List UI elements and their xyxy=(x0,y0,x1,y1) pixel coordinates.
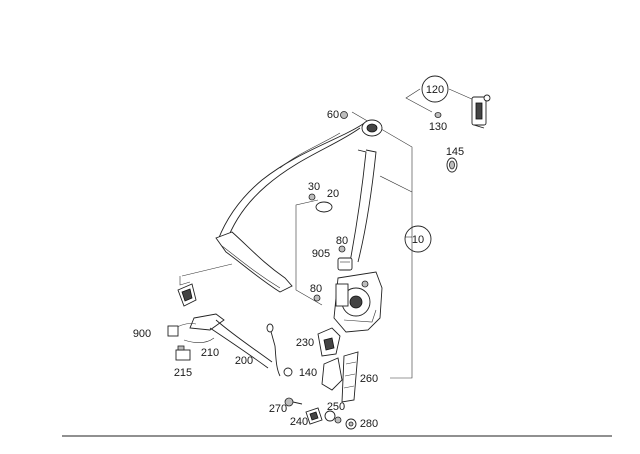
retractor-assembly xyxy=(333,271,383,333)
callout-905: 905 xyxy=(312,248,330,260)
group-120-bracket xyxy=(405,88,475,113)
callout-120: 120 xyxy=(426,84,444,96)
part-240-anchor xyxy=(305,407,323,425)
callout-215: 215 xyxy=(174,367,192,379)
part-80-bolt-upper xyxy=(338,245,346,253)
callout-145: 145 xyxy=(446,146,464,158)
part-200-cable xyxy=(266,323,293,377)
callout-80-upper: 80 xyxy=(336,235,348,247)
part-905-sensor xyxy=(337,257,353,271)
buckle-assembly xyxy=(167,283,273,369)
callout-circle-120 xyxy=(421,75,449,103)
part-120-height-adjuster xyxy=(471,94,491,129)
part-145-cap xyxy=(446,157,458,173)
callout-140: 140 xyxy=(299,367,317,379)
callout-30: 30 xyxy=(308,181,320,193)
callout-200: 200 xyxy=(235,355,253,367)
callout-20: 20 xyxy=(327,188,339,200)
callout-250: 250 xyxy=(327,401,345,413)
callout-260: 260 xyxy=(360,373,378,385)
callout-80-lower: 80 xyxy=(310,283,322,295)
part-260-strap-cover xyxy=(341,351,359,403)
callout-270: 270 xyxy=(269,403,287,415)
callout-900: 900 xyxy=(133,328,151,340)
part-215-connector xyxy=(175,345,191,361)
part-130-bolt xyxy=(434,112,442,118)
callout-240: 240 xyxy=(290,416,308,428)
callout-280: 280 xyxy=(360,418,378,430)
part-140-trim xyxy=(321,357,343,391)
callout-circle-10 xyxy=(404,225,432,253)
callout-210: 210 xyxy=(201,347,219,359)
part-60-guide xyxy=(340,111,383,137)
part-80-bolt-lower xyxy=(313,294,321,302)
callout-130: 130 xyxy=(429,121,447,133)
part-230-cover xyxy=(317,327,341,357)
callout-labels: 120 130 60 145 30 20 10 80 905 80 900 21… xyxy=(133,84,464,430)
part-30-20-cover xyxy=(308,193,333,213)
callout-60: 60 xyxy=(327,109,339,121)
part-280-nut xyxy=(345,418,357,430)
part-250-clip xyxy=(324,410,342,424)
part-270-bolt xyxy=(284,397,303,407)
callout-10: 10 xyxy=(412,234,424,246)
seat-belt-webbing xyxy=(179,121,377,293)
callout-230: 230 xyxy=(296,337,314,349)
